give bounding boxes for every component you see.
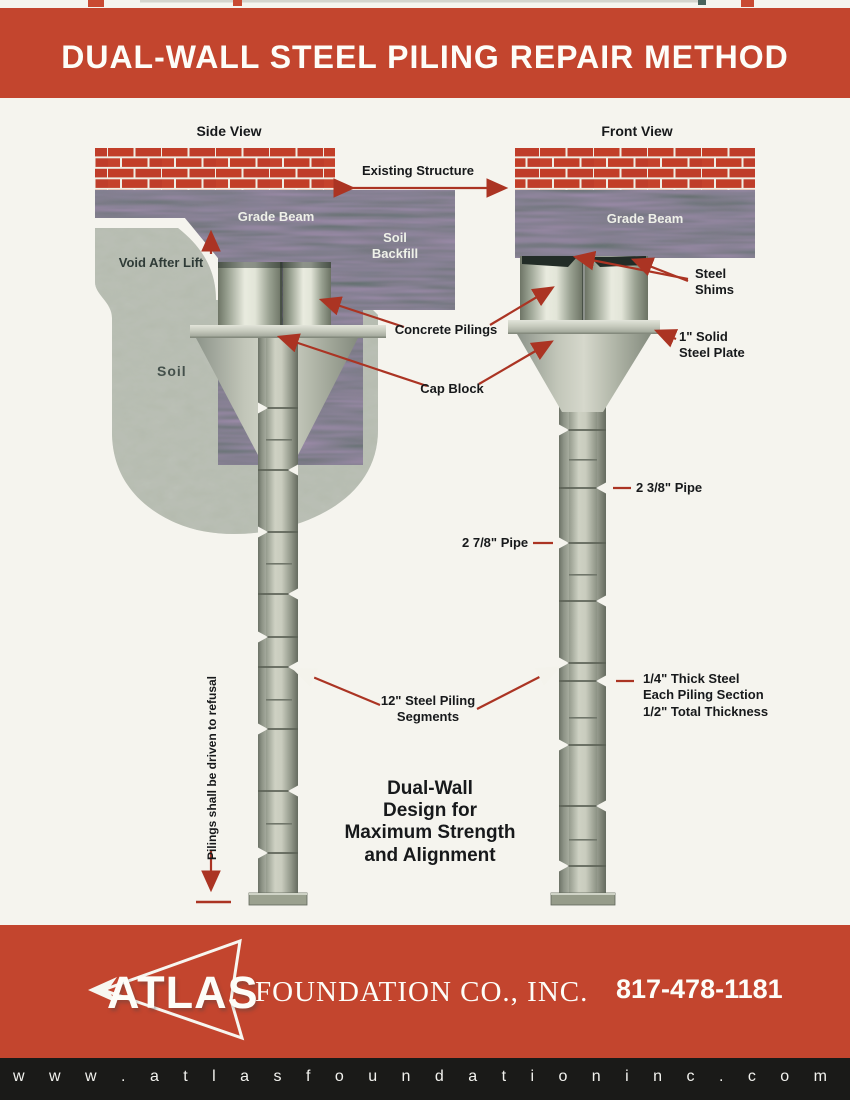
phone-number: 817-478-1181 — [616, 974, 783, 1004]
piling-thickness-label: 1/4" Thick Steel Each Piling Section 1/2… — [643, 671, 769, 719]
side-pile-seams — [258, 402, 298, 859]
cap-block-label: Cap Block — [420, 381, 484, 396]
void-after-lift-label: Void After Lift — [118, 255, 204, 270]
website-band — [0, 1058, 850, 1100]
side-brick-wall — [95, 148, 335, 190]
side-base-plate — [248, 892, 308, 906]
segments-arrow-right — [476, 665, 561, 710]
cap-block-arrow-left — [276, 333, 428, 388]
atlas-logo-text: ATLAS — [107, 967, 259, 1018]
page-title: DUAL-WALL STEEL PILING REPAIR METHOD — [61, 39, 789, 75]
solid-steel-plate-label: 1" Solid Steel Plate — [679, 329, 745, 361]
concrete-pilings-label: Concrete Pilings — [394, 322, 498, 337]
soil-backfill-label: Soil Backfill — [371, 230, 419, 262]
dual-wall-note: Dual-Wall Design for Maximum Strength an… — [344, 778, 516, 866]
atlas-logo-triangle — [88, 938, 245, 1041]
driven-to-refusal-label: Pilings shall be driven to refusal — [205, 675, 219, 861]
footer-band — [0, 925, 850, 1058]
side-view-title: Side View — [196, 123, 262, 139]
segments-arrow-left — [291, 668, 381, 707]
side-steel-pile — [258, 338, 298, 893]
steel-shim-gap-left — [522, 256, 578, 267]
company-name: FOUNDATION CO., INC. — [255, 976, 589, 1008]
front-steel-pile — [559, 373, 606, 893]
front-pile-seams — [559, 424, 606, 872]
concrete-pilings-arrow-right — [489, 286, 555, 326]
website-url: w w w . a t l a s f o u n d a t i o n i … — [13, 1068, 837, 1085]
pipe-2-3-8-label: 2 3/8" Pipe — [636, 480, 703, 495]
side-concrete-piling-cylinders — [218, 262, 331, 326]
atlas-logo-arrowhead — [88, 977, 117, 1003]
side-view — [95, 148, 455, 906]
leader-arrows — [196, 178, 689, 904]
steel-shims-arrow-b — [630, 257, 689, 283]
pipe-2-7-8-label: 2 7/8" Pipe — [462, 535, 529, 550]
steel-piling-segments-label: 12" Steel Piling Segments — [380, 693, 476, 725]
scan-artifacts — [88, 0, 754, 7]
steel-plate-arrow — [653, 329, 679, 348]
soil-label: Soil — [157, 363, 187, 379]
cap-block-arrow-right — [478, 340, 554, 385]
front-grade-beam-concrete — [515, 190, 755, 258]
front-grade-beam-label: Grade Beam — [606, 211, 684, 226]
front-cap-plate — [508, 320, 660, 334]
concrete-pilings-arrow-left — [318, 296, 405, 329]
front-view-title: Front View — [601, 123, 673, 139]
side-grade-beam-label: Grade Beam — [237, 209, 315, 224]
existing-structure-label: Existing Structure — [362, 163, 474, 178]
front-brick-wall — [515, 148, 755, 190]
front-view — [508, 148, 755, 906]
header-band — [0, 8, 850, 98]
steel-shims-label: Steel Shims — [695, 266, 735, 298]
front-base-plate — [550, 892, 616, 906]
